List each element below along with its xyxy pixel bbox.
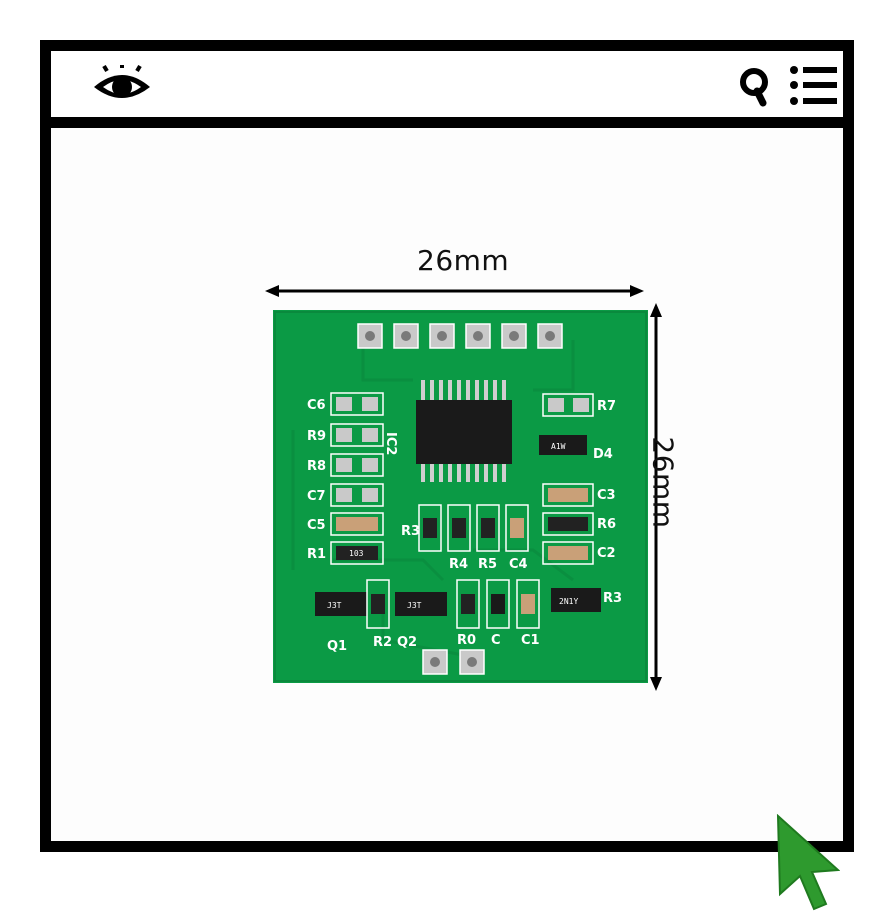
d4-marking: A1W [551, 442, 566, 451]
label-c5: C5 [307, 518, 326, 533]
height-dimension-label: 26mm [646, 436, 680, 529]
label-c3: C3 [597, 488, 616, 503]
pcb-module-image: IC2 103 C6 R9 R8 C7 C5 [273, 310, 648, 683]
width-dimension-label: 26mm [417, 244, 510, 277]
q2-marking: J3T [407, 601, 422, 610]
menu-list-icon[interactable] [788, 65, 840, 109]
arrow-cursor-icon [776, 814, 840, 911]
label-r4: R4 [449, 557, 468, 572]
label-r9: R9 [307, 429, 326, 444]
q1-marking: J3T [327, 601, 342, 610]
label-r1: R1 [307, 547, 326, 562]
label-q1: Q1 [327, 639, 347, 654]
r3-marking: 2N1Y [559, 597, 578, 606]
label-r2: R2 [373, 635, 392, 650]
label-r5: R5 [478, 557, 497, 572]
label-c: C [491, 633, 501, 648]
label-c6: C6 [307, 398, 326, 413]
label-c1: C1 [521, 633, 540, 648]
ic2-label: IC2 [383, 432, 398, 455]
image-viewport: 26mm 26mm [51, 128, 843, 841]
r1-marking: 103 [349, 549, 364, 558]
label-r8: R8 [307, 459, 326, 474]
label-d4: D4 [593, 447, 613, 462]
browser-window: 26mm 26mm [40, 40, 854, 852]
search-icon[interactable] [739, 67, 773, 107]
label-r3: R3 [401, 524, 420, 539]
label-r3-right: R3 [603, 591, 622, 606]
dimension-lines [265, 285, 662, 691]
label-c2: C2 [597, 546, 616, 561]
label-r7: R7 [597, 399, 616, 414]
label-q2: Q2 [397, 635, 417, 650]
label-r6: R6 [597, 517, 616, 532]
title-bar [51, 51, 843, 128]
label-c7: C7 [307, 489, 326, 504]
label-c4: C4 [509, 557, 528, 572]
eye-icon[interactable] [91, 65, 153, 105]
label-r0: R0 [457, 633, 476, 648]
